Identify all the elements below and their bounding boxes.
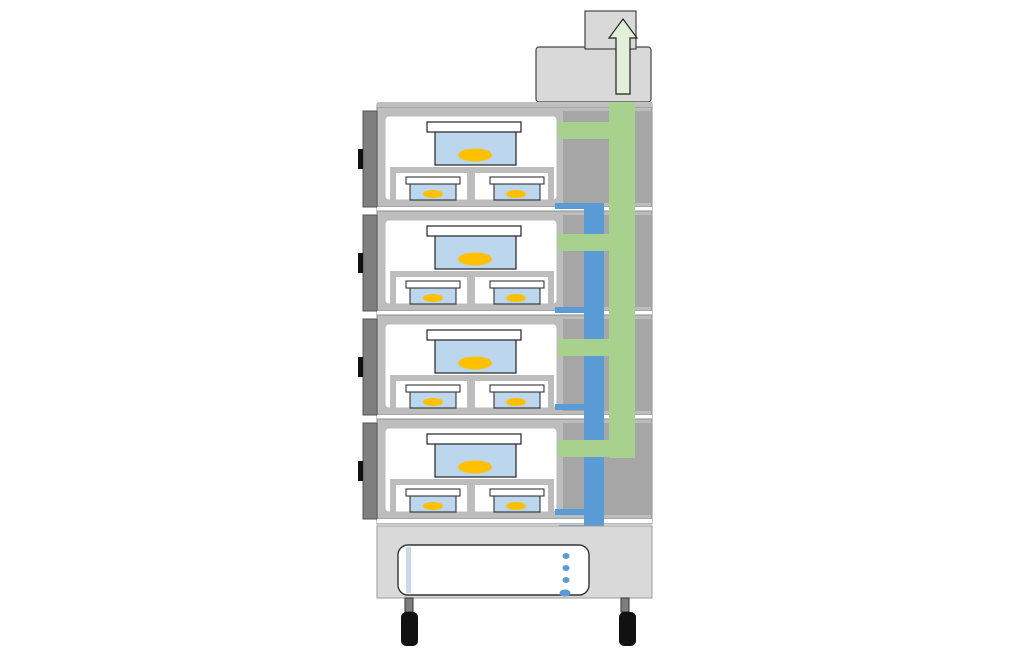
exhaust-branch-tier-3 [558,339,618,356]
tank-bubble-4 [559,589,571,597]
duct-system [555,102,635,547]
small-tray-sample-2 [506,190,526,198]
top-cap [377,102,652,107]
small-tray-lid-2 [489,488,545,497]
water-reservoir-tank [397,544,590,596]
small-tray-lid-1 [405,488,461,497]
small-tray-sample-2 [506,502,526,510]
tank-bubble-2 [562,565,570,571]
water-outlet-tier-3 [555,404,587,410]
tank-bubble-1 [562,553,570,559]
small-tray-lid-2 [489,384,545,393]
shelf-leg-left [390,375,396,408]
shelf-leg-left [390,479,396,512]
shelf-leg-right [548,167,554,200]
tier-2 [358,210,653,315]
small-tray-lid-1 [405,384,461,393]
shelf-leg-middle [467,271,475,304]
shelf-leg-middle [467,479,475,512]
small-tray-lid-1 [405,176,461,185]
small-tray-sample-2 [506,398,526,406]
door-panel [362,110,378,208]
tank-level-gauge [406,547,411,593]
caster-leg-1 [404,597,414,613]
door-handle [358,357,363,377]
exhaust-branch-tier-1 [558,122,618,139]
rear-compartment [563,319,651,411]
rack-base [376,525,653,646]
caster-wheel-icon [401,612,418,646]
rack-tiers [358,106,653,523]
door-panel [362,318,378,416]
caster-leg-2 [620,597,630,613]
large-tray-lid [426,121,522,133]
exhaust-branch-tier-4 [558,440,618,457]
large-tray-lid [426,329,522,341]
shelf-leg-middle [467,375,475,408]
small-tray-lid-2 [489,176,545,185]
large-tray-sample [458,252,492,266]
large-tray-lid [426,225,522,237]
exhaust-arrow-icon [607,17,639,95]
small-tray-sample-1 [423,294,443,302]
shelf-leg-left [390,271,396,304]
large-tray-sample [458,148,492,162]
small-tray-lid-2 [489,280,545,289]
rear-compartment [563,215,651,307]
water-outlet-tier-2 [555,307,587,313]
door-panel [362,214,378,312]
door-handle [358,253,363,273]
small-tray-sample-1 [423,190,443,198]
tier-3 [358,314,653,419]
large-tray-sample [458,356,492,370]
shelf-leg-right [548,271,554,304]
shelf-leg-right [548,375,554,408]
small-tray-sample-1 [423,502,443,510]
caster-wheel-icon [619,612,636,646]
water-inlet-tier-1 [555,203,604,209]
rear-compartment [563,423,651,515]
shelf-leg-left [390,167,396,200]
tank-bubble-3 [562,577,570,583]
tier-separator [377,311,652,315]
small-tray-sample-2 [506,294,526,302]
exhaust-main-duct [609,102,635,458]
door-panel [362,422,378,520]
tier-1 [358,106,653,211]
exhaust-fan-box [535,46,652,103]
water-outlet-tier-4 [555,509,587,515]
exhaust-duct-top [609,102,635,108]
large-tray-lid [426,433,522,445]
tier-separator [377,207,652,211]
large-tray-sample [458,460,492,474]
shelf-leg-middle [467,167,475,200]
tier-separator [377,519,652,523]
tier-4 [358,418,653,523]
door-handle [358,149,363,169]
door-handle [358,461,363,481]
tier-separator [377,415,652,419]
shelf-leg-right [548,479,554,512]
exhaust-unit [377,10,652,108]
exhaust-branch-tier-2 [558,234,618,251]
small-tray-sample-1 [423,398,443,406]
small-tray-lid-1 [405,280,461,289]
water-main-pipe [584,203,604,533]
